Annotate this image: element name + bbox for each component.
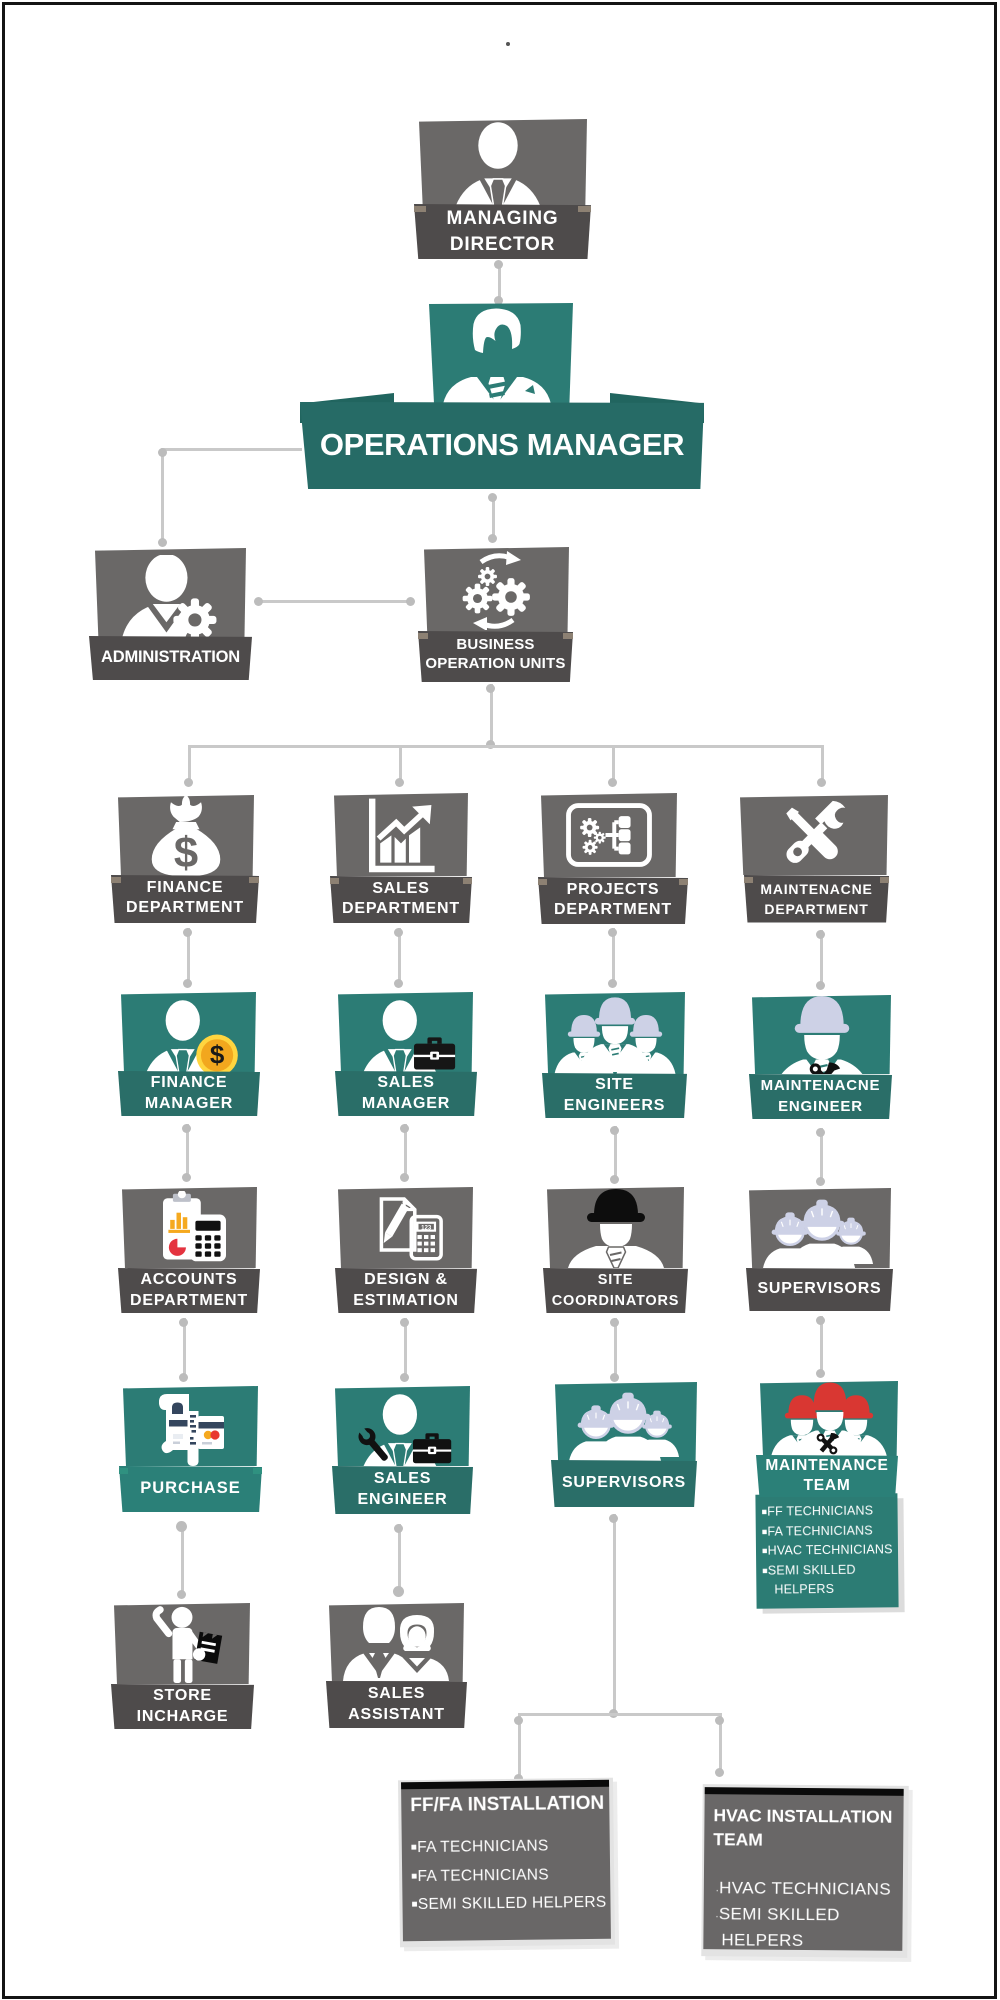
svg-text:123: 123 — [421, 1224, 432, 1231]
svg-text:$: $ — [174, 829, 198, 876]
svg-text:$: $ — [209, 1039, 224, 1069]
